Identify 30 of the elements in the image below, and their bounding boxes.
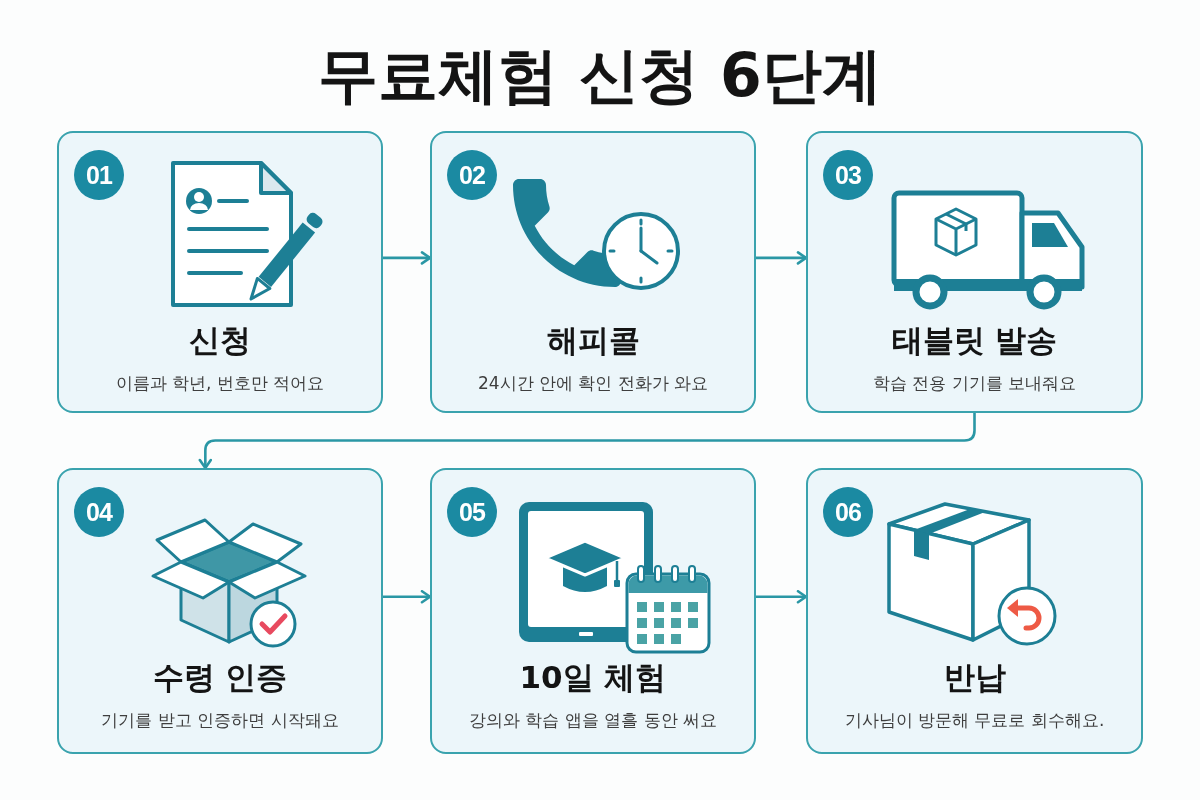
step-description: 24시간 안에 확인 전화가 와요 bbox=[477, 372, 709, 395]
title: 무료체험 신청 6단계 bbox=[318, 39, 882, 112]
number-badge: 06 bbox=[823, 487, 873, 537]
arrow bbox=[756, 589, 808, 604]
step-description: 기사님이 방문해 무료로 회수해요. bbox=[844, 709, 1105, 732]
number-badge: 03 bbox=[823, 150, 873, 200]
step-heading: 10일 체험 bbox=[519, 658, 667, 697]
number-badge: 02 bbox=[447, 150, 497, 200]
number-badge: 01 bbox=[74, 150, 124, 200]
step-heading: 해피콜 bbox=[546, 321, 640, 360]
step-heading: 수령 인증 bbox=[152, 658, 288, 697]
step-card bbox=[430, 468, 756, 754]
arrow bbox=[198, 413, 976, 470]
step-description: 학습 전용 기기를 보내줘요 bbox=[872, 372, 1077, 395]
arrow bbox=[756, 251, 808, 265]
step-card bbox=[57, 131, 383, 413]
step-heading: 태블릿 발송 bbox=[891, 321, 1058, 360]
step-description: 이름과 학년, 번호만 적어요 bbox=[115, 372, 325, 395]
step-card bbox=[806, 131, 1143, 413]
step-heading: 반납 bbox=[943, 658, 1006, 697]
arrow bbox=[383, 251, 432, 265]
step-description: 기기를 받고 인증하면 시작돼요 bbox=[101, 709, 339, 732]
step-card bbox=[430, 131, 756, 413]
step-card bbox=[57, 468, 383, 754]
step-heading: 신청 bbox=[189, 321, 251, 360]
step-card bbox=[806, 468, 1143, 754]
arrow bbox=[383, 589, 432, 604]
number-badge: 04 bbox=[74, 487, 124, 537]
number-badge: 05 bbox=[447, 487, 497, 537]
step-description: 강의와 학습 앱을 열흘 동안 써요 bbox=[469, 709, 717, 732]
